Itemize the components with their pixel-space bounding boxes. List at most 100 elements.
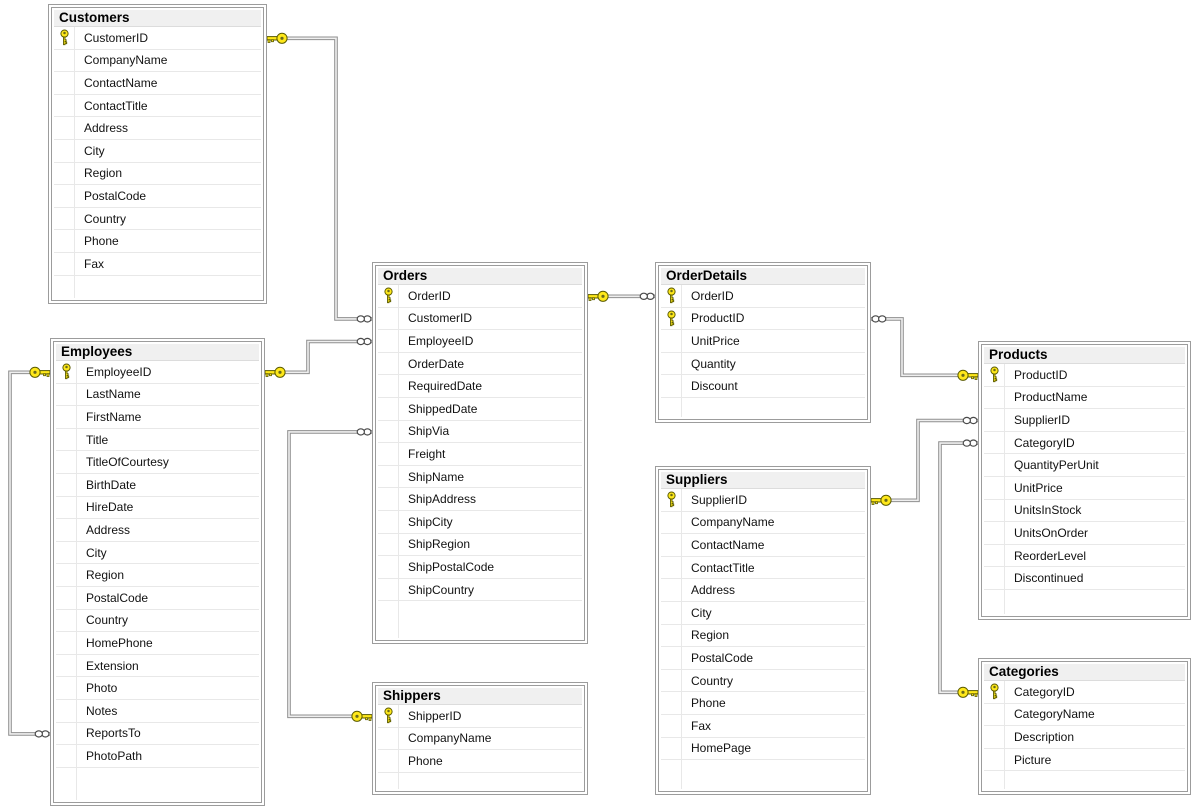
field-row-shipname[interactable]: ShipName <box>378 465 582 489</box>
relationship-orderdetails-products[interactable] <box>871 315 979 381</box>
field-row-reportsto[interactable]: ReportsTo <box>56 722 259 746</box>
field-row-city[interactable]: City <box>56 541 259 565</box>
field-row-region[interactable]: Region <box>54 162 261 186</box>
relationship-orderdetails-orders[interactable] <box>587 290 655 302</box>
field-row-unitsinstock[interactable]: UnitsInStock <box>984 499 1185 523</box>
field-row-fax[interactable]: Fax <box>54 252 261 276</box>
field-row-city[interactable]: City <box>661 601 865 625</box>
table-header[interactable]: Employees <box>56 344 259 361</box>
field-row-country[interactable]: Country <box>56 609 259 633</box>
table-header[interactable]: OrderDetails <box>661 268 865 285</box>
relationship-products-suppliers[interactable] <box>870 416 978 506</box>
field-row-reorderlevel[interactable]: ReorderLevel <box>984 544 1185 568</box>
field-row-orderid[interactable]: OrderID <box>661 285 865 308</box>
field-row-address[interactable]: Address <box>661 579 865 602</box>
table-header[interactable]: Customers <box>54 10 261 27</box>
field-row-region[interactable]: Region <box>56 564 259 587</box>
field-row-supplierid[interactable]: SupplierID <box>661 489 865 512</box>
table-header[interactable]: Products <box>984 347 1185 364</box>
relationship-employees-reportsto[interactable] <box>8 366 51 738</box>
field-row-unitprice[interactable]: UnitPrice <box>661 330 865 353</box>
field-row-orderid[interactable]: OrderID <box>378 285 582 308</box>
relationship-orders-shippers[interactable] <box>287 428 373 722</box>
field-row-unitsonorder[interactable]: UnitsOnOrder <box>984 522 1185 545</box>
field-row-region[interactable]: Region <box>661 624 865 648</box>
field-row-phone[interactable]: Phone <box>54 230 261 253</box>
field-row-homephone[interactable]: HomePhone <box>56 632 259 655</box>
field-row-country[interactable]: Country <box>661 669 865 693</box>
field-row-title[interactable]: Title <box>56 428 259 452</box>
relationship-products-categories[interactable] <box>938 439 979 698</box>
field-row-shipcountry[interactable]: ShipCountry <box>378 578 582 602</box>
field-row-extension[interactable]: Extension <box>56 654 259 678</box>
field-row-photo[interactable]: Photo <box>56 677 259 700</box>
field-row-customerid[interactable]: CustomerID <box>378 307 582 331</box>
field-row-requireddate[interactable]: RequiredDate <box>378 375 582 398</box>
field-row-city[interactable]: City <box>54 139 261 163</box>
field-row-country[interactable]: Country <box>54 207 261 231</box>
field-row-companyname[interactable]: CompanyName <box>378 727 582 751</box>
table-header[interactable]: Categories <box>984 664 1185 681</box>
field-row-homepage[interactable]: HomePage <box>661 737 865 761</box>
field-row-firstname[interactable]: FirstName <box>56 406 259 429</box>
field-row-employeeid[interactable]: EmployeeID <box>378 330 582 353</box>
field-row-productid[interactable]: ProductID <box>984 364 1185 387</box>
field-row-phone[interactable]: Phone <box>378 750 582 773</box>
field-row-unitprice[interactable]: UnitPrice <box>984 476 1185 500</box>
field-row-hiredate[interactable]: HireDate <box>56 496 259 520</box>
field-row-quantityperunit[interactable]: QuantityPerUnit <box>984 454 1185 477</box>
field-row-contacttitle[interactable]: ContactTitle <box>661 556 865 580</box>
field-row-contacttitle[interactable]: ContactTitle <box>54 94 261 118</box>
field-row-postalcode[interactable]: PostalCode <box>661 647 865 670</box>
table-header[interactable]: Orders <box>378 268 582 285</box>
field-row-discontinued[interactable]: Discontinued <box>984 567 1185 590</box>
field-row-shippostalcode[interactable]: ShipPostalCode <box>378 556 582 579</box>
field-row-birthdate[interactable]: BirthDate <box>56 473 259 497</box>
field-row-picture[interactable]: Picture <box>984 748 1185 772</box>
field-row-categoryid[interactable]: CategoryID <box>984 681 1185 704</box>
field-row-shipaddress[interactable]: ShipAddress <box>378 488 582 511</box>
table-header[interactable]: Shippers <box>378 688 582 705</box>
table-header[interactable]: Suppliers <box>661 472 865 489</box>
field-row-phone[interactable]: Phone <box>661 692 865 715</box>
field-row-supplierid[interactable]: SupplierID <box>984 409 1185 432</box>
field-row-categoryname[interactable]: CategoryName <box>984 703 1185 727</box>
field-row-shipregion[interactable]: ShipRegion <box>378 533 582 557</box>
field-row-companyname[interactable]: CompanyName <box>54 49 261 73</box>
field-row-orderdate[interactable]: OrderDate <box>378 352 582 376</box>
field-row-postalcode[interactable]: PostalCode <box>56 586 259 610</box>
field-row-companyname[interactable]: CompanyName <box>661 511 865 535</box>
field-row-address[interactable]: Address <box>54 117 261 140</box>
field-row-freight[interactable]: Freight <box>378 443 582 466</box>
field-row-employeeid[interactable]: EmployeeID <box>56 361 259 384</box>
field-row-notes[interactable]: Notes <box>56 699 259 723</box>
field-row-quantity[interactable]: Quantity <box>661 352 865 376</box>
field-row-photopath[interactable]: PhotoPath <box>56 745 259 768</box>
field-row-address[interactable]: Address <box>56 519 259 542</box>
field-row-shipperid[interactable]: ShipperID <box>378 705 582 728</box>
field-row-shipcity[interactable]: ShipCity <box>378 510 582 534</box>
relationship-orders-customers[interactable] <box>266 32 372 323</box>
field-row-titleofcourtesy[interactable]: TitleOfCourtesy <box>56 451 259 474</box>
field-row-contactname[interactable]: ContactName <box>54 72 261 95</box>
field-row-customerid[interactable]: CustomerID <box>54 27 261 50</box>
field-row-productid[interactable]: ProductID <box>661 307 865 331</box>
relationship-orders-employees[interactable] <box>264 337 372 378</box>
field-row-shipvia[interactable]: ShipVia <box>378 420 582 444</box>
field-row-postalcode[interactable]: PostalCode <box>54 185 261 208</box>
field-row-discount[interactable]: Discount <box>661 375 865 398</box>
field-row-lastname[interactable]: LastName <box>56 383 259 407</box>
field-row-shippeddate[interactable]: ShippedDate <box>378 397 582 421</box>
field-row-contactname[interactable]: ContactName <box>661 534 865 557</box>
field-row-productname[interactable]: ProductName <box>984 386 1185 410</box>
field-row-fax[interactable]: Fax <box>661 714 865 738</box>
field-row-categoryid[interactable]: CategoryID <box>984 431 1185 455</box>
